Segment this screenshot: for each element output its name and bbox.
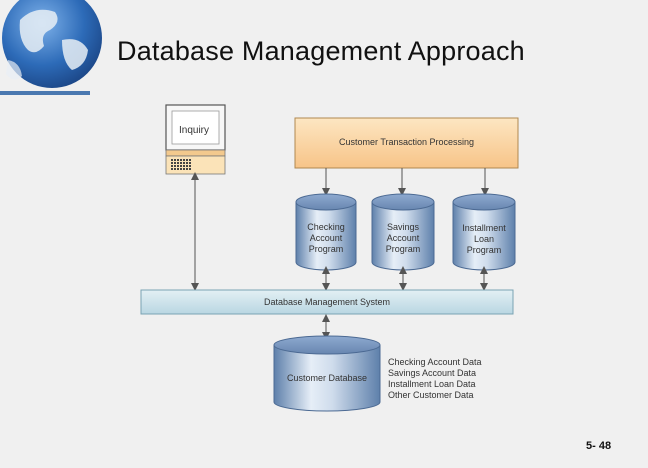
terminal-base	[165, 149, 226, 157]
customer-database-cylinder: Customer Database	[273, 335, 381, 412]
title-underline-accent	[0, 91, 90, 95]
database-label: Customer Database	[287, 373, 367, 383]
page-number: 5- 48	[586, 440, 612, 452]
keyboard-keys-grid	[170, 158, 192, 171]
dbms-bar-label: Database Management System	[264, 297, 390, 307]
program-label-line: Account	[387, 233, 420, 243]
program-label-line: Installment	[462, 223, 506, 233]
program-label-line: Loan	[474, 234, 494, 244]
program-label-line: Checking	[307, 222, 345, 232]
transaction-processing-box: Customer Transaction Processing	[294, 117, 519, 169]
terminal-label: Inquiry	[179, 125, 209, 136]
checking-program-cylinder: Checking Account Program	[295, 193, 357, 271]
data-item: Installment Loan Data	[388, 379, 476, 389]
data-items-list: Checking Account Data Savings Account Da…	[388, 357, 482, 400]
program-label-line: Account	[310, 233, 343, 243]
savings-program-cylinder: Savings Account Program	[371, 193, 435, 271]
data-item: Savings Account Data	[388, 368, 476, 378]
inquiry-terminal: Inquiry	[165, 104, 226, 175]
program-label-line: Program	[467, 245, 502, 255]
program-label-line: Program	[386, 244, 421, 254]
globe-logo	[2, 0, 102, 88]
slide-title: Database Management Approach	[117, 36, 525, 66]
loan-program-cylinder: Installment Loan Program	[452, 193, 516, 271]
program-label-line: Savings	[387, 222, 420, 232]
program-dbms-arrows	[322, 266, 488, 291]
program-label-line: Program	[309, 244, 344, 254]
transaction-box-label: Customer Transaction Processing	[339, 137, 474, 147]
dbms-bar: Database Management System	[140, 289, 514, 315]
data-item: Other Customer Data	[388, 390, 474, 400]
terminal-screen	[171, 110, 220, 145]
data-item: Checking Account Data	[388, 357, 482, 367]
